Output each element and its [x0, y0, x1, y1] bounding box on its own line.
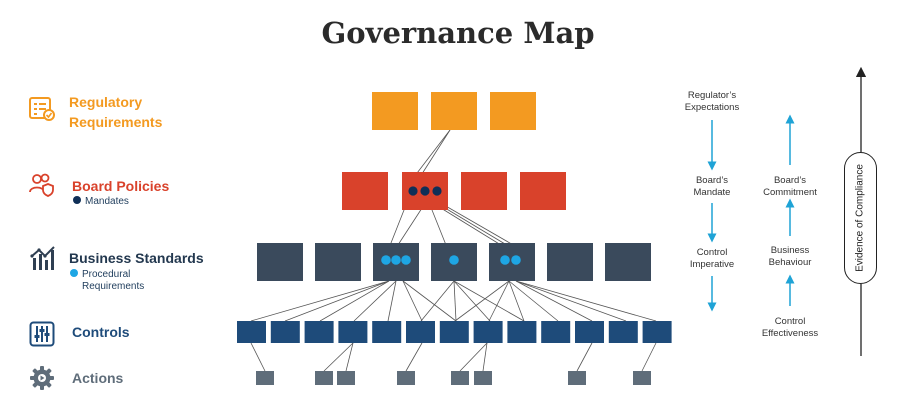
action-box — [256, 371, 274, 385]
mandate-dot — [420, 186, 430, 196]
gear-icon — [30, 366, 54, 390]
control-box — [541, 321, 571, 343]
procedural-requirement-dot — [449, 255, 459, 265]
control-box — [507, 321, 537, 343]
connector-line — [508, 280, 559, 322]
connector-line — [439, 204, 516, 251]
connector-line — [443, 204, 523, 251]
control-box — [237, 321, 266, 343]
control-box — [270, 321, 300, 343]
connector-line — [420, 280, 455, 322]
legend-label-standards: Business Standards — [69, 250, 204, 266]
legend-label-actions: Actions — [72, 370, 124, 386]
connector-line — [482, 342, 488, 372]
control-box — [608, 321, 638, 343]
control-box — [338, 321, 368, 343]
connector-line — [387, 280, 397, 322]
connector-line — [453, 280, 457, 322]
control-box — [406, 321, 435, 343]
business-standard-box — [257, 243, 303, 281]
control-box — [473, 321, 503, 343]
connector-line — [453, 280, 525, 322]
action-box — [568, 371, 586, 385]
mandate-dot — [408, 186, 418, 196]
connector-line — [413, 129, 451, 178]
connector-line — [435, 204, 510, 251]
people-shield-icon — [29, 173, 54, 197]
control-box — [372, 321, 402, 343]
business-standard-box — [605, 243, 651, 281]
connector-line — [515, 280, 627, 322]
action-box — [397, 371, 415, 385]
connector-line — [405, 342, 423, 372]
procedural-requirement-dot — [500, 255, 510, 265]
procedural-requirement-dot — [511, 255, 521, 265]
action-box — [337, 371, 355, 385]
board-policy-box — [461, 172, 507, 210]
connector-lines — [250, 129, 657, 372]
connector-line — [250, 280, 390, 322]
bar-chart-icon — [30, 246, 55, 270]
connector-line — [459, 342, 488, 372]
business-standard-box — [315, 243, 361, 281]
action-box — [315, 371, 333, 385]
connector-line — [419, 129, 451, 178]
connector-line — [508, 280, 525, 322]
board-policy-box — [342, 172, 388, 210]
evidence-of-compliance-label: Evidence of Compliance — [854, 164, 866, 272]
action-box — [474, 371, 492, 385]
evidence-of-compliance-pill — [844, 152, 877, 284]
legend-sublabel-mandates: Mandates — [73, 196, 129, 208]
procedural-requirement-dot — [401, 255, 411, 265]
page-title: Governance Map — [321, 16, 595, 50]
legend-sublabel-procedural: Procedural Requirements — [70, 269, 144, 293]
connector-line — [402, 280, 457, 322]
procedural-requirement-dot — [381, 255, 391, 265]
regulatory-requirement-box — [490, 92, 536, 130]
connector-line — [250, 342, 266, 372]
connector-line — [402, 280, 423, 322]
connector-line — [284, 280, 390, 322]
legend-label-regulatory: Regulatory Requirements — [69, 94, 163, 130]
connector-line — [323, 342, 354, 372]
business-standard-box — [547, 243, 593, 281]
procedural-requirement-dot — [391, 255, 401, 265]
connector-line — [576, 342, 593, 372]
connector-line — [319, 280, 390, 322]
control-box — [304, 321, 334, 343]
regulatory-requirement-box — [372, 92, 418, 130]
connector-line — [453, 280, 491, 322]
connector-line — [454, 280, 510, 322]
legend-label-board: Board Policies — [72, 178, 170, 194]
control-box — [439, 321, 469, 343]
connector-line — [388, 204, 407, 249]
connector-line — [515, 280, 593, 322]
connector-line — [515, 280, 657, 322]
action-box — [633, 371, 651, 385]
connector-line — [345, 342, 354, 372]
connector-line — [353, 280, 397, 322]
checklist-icon — [29, 97, 55, 121]
control-box — [575, 321, 604, 343]
board-policy-box — [520, 172, 566, 210]
connector-line — [395, 204, 425, 249]
regulatory-requirement-box — [431, 92, 477, 130]
connector-line — [429, 204, 449, 251]
connector-line — [488, 280, 510, 322]
sliders-icon — [29, 321, 55, 347]
connector-line — [641, 342, 657, 372]
mandate-dot — [432, 186, 442, 196]
action-box — [451, 371, 469, 385]
control-box — [642, 321, 672, 343]
legend-label-controls: Controls — [72, 324, 130, 340]
